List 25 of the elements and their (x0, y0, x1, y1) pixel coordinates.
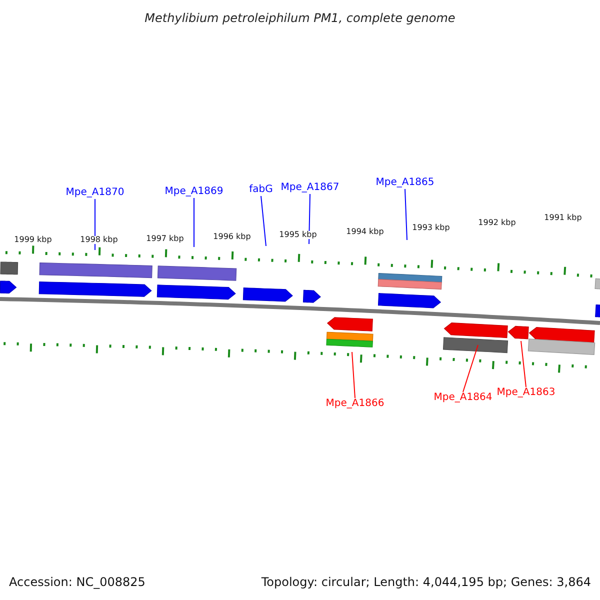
scale-label: 1993 kbp (412, 224, 450, 232)
gene-label: Mpe_A1870 (66, 188, 124, 198)
gene-label: Mpe_A1869 (164, 187, 224, 197)
leader-line (94, 198, 96, 250)
scale-label: 1998 kbp (80, 236, 118, 244)
leader-line (308, 194, 310, 244)
gene-label: Mpe_A1863 (496, 388, 556, 398)
gene-label: Mpe_A1867 (280, 183, 340, 193)
leader-line (462, 344, 478, 392)
footer-text: Topology: circular; Length: 4,044,195 bp; Genes: 3,864 (261, 576, 591, 588)
scale-label: 1992 kbp (478, 219, 516, 227)
gene-label: fabG (249, 185, 273, 195)
genome-map-drawing (0, 246, 600, 373)
footer-text: Accession: NC_008825 (9, 576, 146, 588)
gene-label: Mpe_A1865 (376, 178, 434, 188)
leader-line (260, 196, 266, 246)
scale-label: 1991 kbp (544, 214, 582, 222)
title: Methylibium petroleiphilum PM1, complete genome (144, 12, 456, 24)
leader-line (352, 352, 356, 398)
gene-label: Mpe_A1866 (326, 399, 384, 409)
leader-line (520, 340, 526, 388)
scale-label: 1995 kbp (279, 231, 317, 239)
gene-label: Mpe_A1864 (434, 393, 492, 403)
scale-label: 1994 kbp (346, 228, 384, 236)
leader-line (404, 188, 408, 240)
